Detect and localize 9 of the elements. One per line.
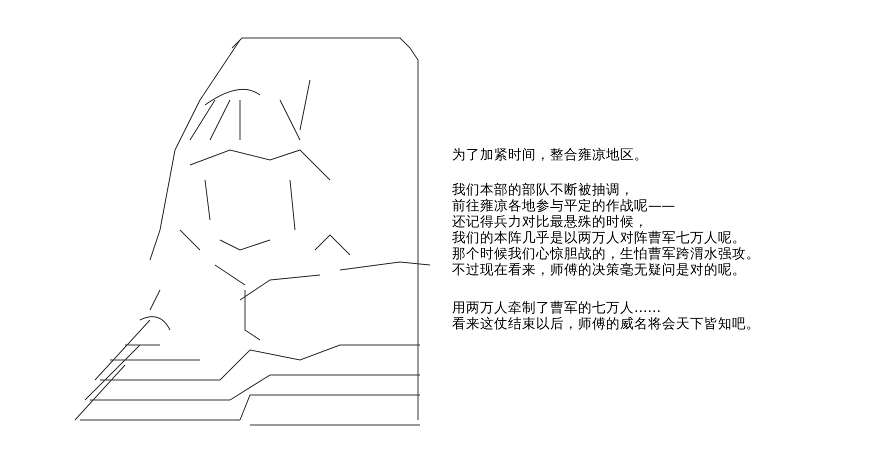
dialogue-text: 不过现在看来，师傅的决策毫无疑问是对的呢。	[452, 262, 746, 278]
dialogue-text: 还记得兵力对比最悬殊的时候，	[452, 214, 648, 230]
dialogue-text: 我们本部的部队不断被抽调，	[452, 182, 634, 198]
dialogue-text: 那个时候我们心惊胆战的，生怕曹军跨渭水强攻。	[452, 246, 760, 262]
dialogue-text: 前往雍凉各地参与平定的作战呢——	[452, 198, 675, 214]
dialogue-text: 为了加紧时间，整合雍凉地区。	[452, 147, 648, 163]
dialogue-text: 看来这仗结束以后，师傅的威名将会天下皆知吧。	[452, 316, 760, 332]
dialogue-text: 用两万人牵制了曹军的七万人……	[452, 300, 661, 316]
dialogue-text: 我们的本阵几乎是以两万人对阵曹军七万人呢。	[452, 230, 746, 246]
